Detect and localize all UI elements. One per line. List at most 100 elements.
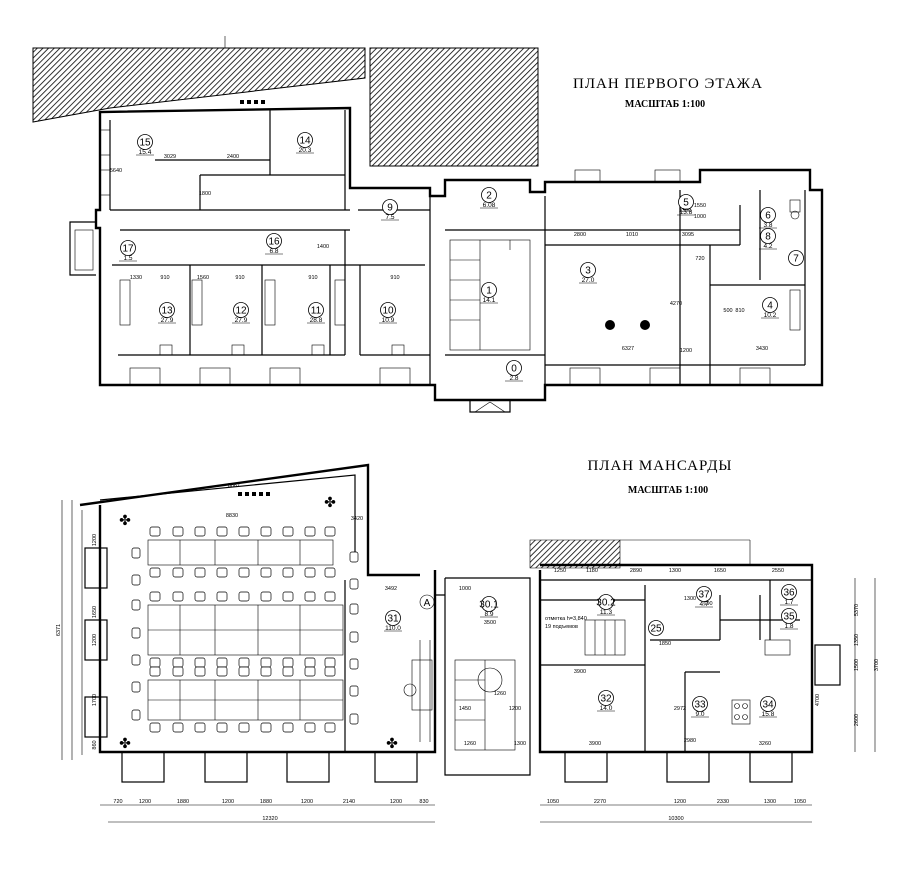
room-number: 25 — [650, 624, 662, 635]
floor1-dim: 910 — [390, 275, 399, 281]
room-area: 13.8 — [680, 209, 693, 216]
chair-icon — [282, 526, 294, 537]
room-number-circle — [580, 262, 596, 278]
floor2-right-dim: 4700 — [815, 694, 821, 706]
plant-icons: ✤ ✤ ✤ ✤ — [119, 495, 398, 752]
room-number-circle — [481, 282, 497, 298]
floor1-dim: 910 — [235, 275, 244, 281]
floor1-dim: 910 — [308, 275, 317, 281]
room-number-circle — [692, 696, 708, 712]
room-number: 8 — [765, 232, 771, 243]
chair-icon — [172, 722, 184, 733]
chair-icon — [304, 722, 316, 733]
chair-icon — [238, 722, 250, 733]
room-number-circle — [648, 620, 664, 636]
chair-icon — [324, 722, 336, 733]
chair-icon — [131, 709, 141, 721]
chair-icon — [349, 603, 359, 615]
floor2-inner-dim: 1450 — [459, 706, 471, 712]
room-area: 4.2 — [763, 243, 772, 250]
floor2-top-dim: 2550 — [772, 568, 784, 574]
room-number-circle — [781, 608, 797, 624]
floor2-bottom-dim: 1880 — [177, 799, 189, 805]
chair-icon — [282, 657, 294, 668]
room-area: 9.0 — [695, 711, 704, 718]
floor1-scale: МАСШТАБ 1:100 — [625, 99, 705, 110]
room-number: 2 — [486, 191, 492, 202]
room-area: 28.8 — [310, 317, 323, 324]
room-area: 14.0 — [600, 705, 613, 712]
room-number: 3 — [585, 266, 591, 277]
room-number-circle — [598, 690, 614, 706]
floor2-room-35: 351.8 — [780, 608, 798, 630]
floor2-scale: МАСШТАБ 1:100 — [628, 485, 708, 496]
room-number-circle — [481, 596, 497, 612]
floor2-top-dim: 1650 — [714, 568, 726, 574]
floor1-dim: 3029 — [164, 154, 176, 160]
chair-icon — [194, 567, 206, 578]
chair-icon — [324, 657, 336, 668]
chair-icon — [194, 526, 206, 537]
chair-icon — [349, 658, 359, 670]
room-number: 34 — [762, 700, 774, 711]
stair-note-risers: 19 подъемов — [545, 624, 578, 630]
room-area: 27.9 — [161, 317, 174, 324]
floor1-dim: 3095 — [682, 232, 694, 238]
svg-text:✤: ✤ — [119, 513, 131, 529]
floor1-stair — [449, 239, 531, 351]
floor2-inner-dim: 1260 — [494, 691, 506, 697]
conference-tables — [147, 539, 344, 721]
chair-icon — [238, 591, 250, 602]
room-number-circle — [233, 302, 249, 318]
floor1-room-4: 410.2 — [761, 297, 779, 319]
chair-icon — [282, 591, 294, 602]
floor1-dim: 6327 — [622, 346, 634, 352]
chair-icon — [260, 657, 272, 668]
floor1-dim: 1330 — [130, 275, 142, 281]
floor1-dim: 5640 — [110, 168, 122, 174]
floor2-top-dim: 2890 — [630, 568, 642, 574]
floor2-top-dim: 3492 — [385, 586, 397, 592]
svg-text:✤: ✤ — [119, 736, 131, 752]
floor2-left-dim: 1200 — [92, 534, 98, 546]
floor2-title: ПЛАН МАНСАРДЫ — [587, 458, 732, 474]
room-number-circle — [598, 594, 614, 610]
chair-icon — [172, 567, 184, 578]
room-number-circle — [762, 297, 778, 313]
chair-icon — [149, 666, 161, 677]
room-number: 11 — [311, 306, 322, 317]
chair-icon — [149, 722, 161, 733]
floor1-dim: 910 — [160, 275, 169, 281]
room-number: 33 — [694, 700, 706, 711]
floor2-inner-dim: 1850 — [659, 641, 671, 647]
chair-icon — [238, 526, 250, 537]
chair-icon — [282, 567, 294, 578]
floor1-room-7: 7 — [788, 250, 804, 266]
floor1-dim: 1800 — [199, 191, 211, 197]
floor1-room-9: 97.5 — [381, 199, 399, 221]
floor2-inner-dim: 1200 — [509, 706, 521, 712]
room-number-circle — [760, 696, 776, 712]
floor2-inner-dim: 1300 — [684, 596, 696, 602]
floor2-room-33: 339.0 — [691, 696, 709, 718]
floor1-dim: 720 — [695, 256, 704, 262]
floor1-dim: 2400 — [227, 154, 239, 160]
chair-icon — [282, 722, 294, 733]
floor1-dim: 1010 — [626, 232, 638, 238]
floor2-inner-dim: 1260 — [464, 741, 476, 747]
room-area: 2.8 — [509, 375, 518, 382]
room-number-circle — [506, 360, 522, 376]
room-area: 1.7 — [784, 599, 793, 606]
room-area: 11.3 — [600, 609, 613, 616]
chair-icon — [131, 681, 141, 693]
floor2-inner-dim: 690 — [703, 601, 712, 607]
floor1-dim: 4270 — [670, 301, 682, 307]
floor1-room-5: 513.8 — [677, 194, 695, 216]
chair-icon — [216, 666, 228, 677]
axis-label-a: А — [424, 598, 431, 609]
chair-icon — [149, 567, 161, 578]
chair-icon — [349, 578, 359, 590]
floor1-room-6: 63.8 — [759, 207, 777, 229]
